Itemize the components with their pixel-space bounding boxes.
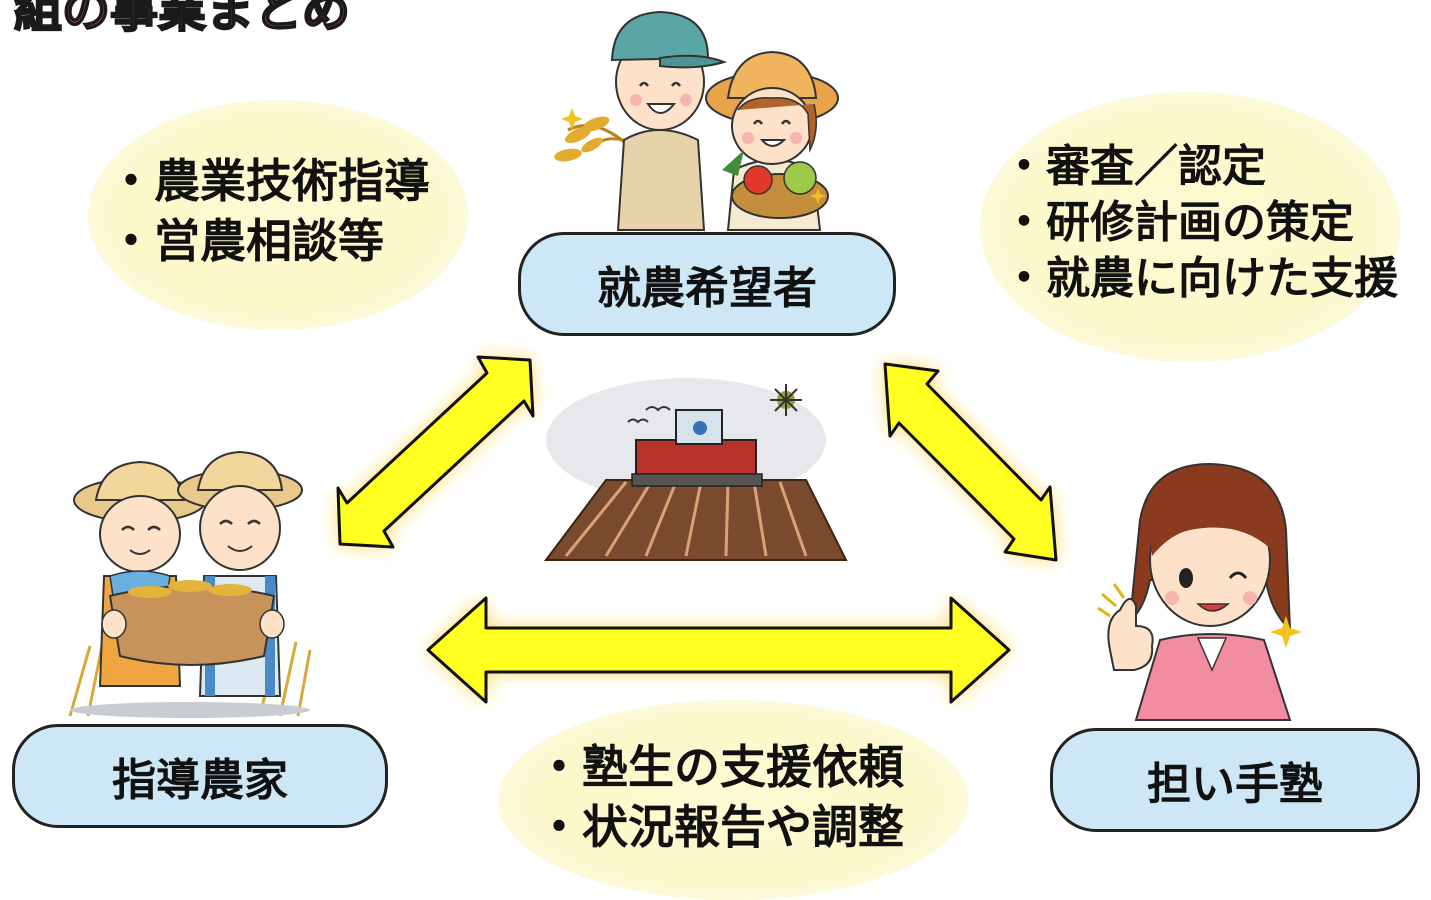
note-coordination-line-2: ・状況報告や調整	[536, 800, 904, 854]
arrow-mentor-applicant	[336, 355, 535, 549]
school-staff-illustration	[1097, 462, 1302, 721]
note-school-line-3: ・就農に向けた支援	[1002, 253, 1398, 304]
role-applicant-label: 就農希望者	[518, 232, 896, 336]
young-farmers-illustration	[554, 10, 839, 231]
page-title-fragment: 組の事業まとめ	[13, 0, 351, 39]
tractor-field-illustration	[544, 378, 848, 561]
arrow-applicant-school	[883, 362, 1058, 562]
note-cloud-mentor	[88, 100, 468, 330]
note-mentor-line-1: ・農業技術指導	[108, 154, 430, 208]
note-cloud-coordination	[498, 700, 968, 900]
role-school-label: 担い手塾	[1050, 728, 1420, 832]
role-mentor-farmer-label: 指導農家	[12, 724, 388, 828]
note-mentor-line-2: ・営農相談等	[108, 214, 384, 268]
arrow-mentor-school	[426, 596, 1011, 704]
note-cloud-school	[980, 92, 1400, 362]
mentor-farmers-illustration	[68, 450, 312, 718]
note-school-line-2: ・研修計画の策定	[1002, 197, 1354, 248]
note-school-line-1: ・審査／認定	[1002, 141, 1266, 192]
note-coordination-line-1: ・塾生の支援依頼	[536, 740, 904, 794]
